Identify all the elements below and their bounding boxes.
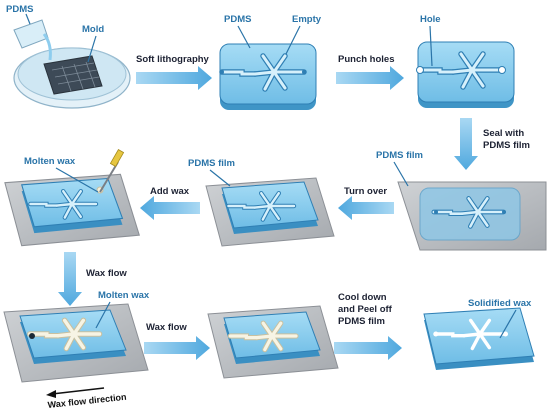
- label-pdms-film-right: PDMS film: [376, 150, 423, 161]
- label-mold: Mold: [82, 24, 104, 35]
- arrow-wax-flow-down: Wax flow: [58, 252, 127, 306]
- step3-block-holes: [416, 41, 515, 109]
- label-pdms-film-mid: PDMS film: [188, 158, 235, 169]
- step4-sealed-chip: [397, 181, 547, 251]
- arrow-label-wax-flow-right: Wax flow: [146, 322, 187, 333]
- arrow-seal-film: Seal with PDMS film: [454, 118, 530, 170]
- arrow-turn-over: Turn over: [338, 186, 394, 220]
- arrow-label-cool-3: PDMS film: [338, 316, 385, 327]
- step2-pdms-block: [220, 43, 317, 111]
- arrow-label-wax-flow-down: Wax flow: [86, 268, 127, 279]
- arrow-add-wax: Add wax: [140, 186, 200, 220]
- label-hole: Hole: [420, 14, 441, 25]
- step5-flipped-chip: [205, 177, 335, 247]
- label-molten-wax-top: Molten wax: [24, 156, 76, 167]
- arrow-label-cool-2: and Peel off: [338, 304, 393, 315]
- step7-wax-flowing: [3, 303, 149, 383]
- step9-solidified-wax: [423, 307, 535, 370]
- arrow-cool-peel: Cool down and Peel off PDMS film: [334, 292, 402, 360]
- step8-wax-filled: [207, 305, 339, 379]
- arrow-label-cool-1: Cool down: [338, 292, 387, 303]
- label-pdms-pour: PDMS: [6, 4, 33, 15]
- label-pdms-block: PDMS: [224, 14, 251, 25]
- arrow-label-seal-2: PDMS film: [483, 140, 530, 151]
- label-molten-wax-bottom: Molten wax: [98, 290, 150, 301]
- arrow-soft-lithography: Soft lithography: [136, 54, 212, 90]
- pipette-icon: [99, 149, 125, 193]
- label-flow-direction: Wax flow direction: [47, 392, 127, 410]
- label-empty: Empty: [292, 14, 322, 25]
- step6-add-wax: [4, 173, 140, 247]
- wax-flow-direction-arrow: Wax flow direction: [46, 387, 127, 410]
- arrow-label-turn-over: Turn over: [344, 186, 387, 197]
- arrow-wax-flow-right: Wax flow: [144, 322, 210, 360]
- arrow-punch-holes: Punch holes: [336, 54, 404, 90]
- step1-pour-pdms: PDMS Mold: [6, 4, 131, 109]
- label-solidified-wax: Solidified wax: [468, 298, 532, 309]
- arrow-label-soft-lithography: Soft lithography: [136, 54, 210, 65]
- arrow-label-add-wax: Add wax: [150, 186, 190, 197]
- arrow-label-punch-holes: Punch holes: [338, 54, 394, 65]
- arrow-label-seal-1: Seal with: [483, 128, 524, 139]
